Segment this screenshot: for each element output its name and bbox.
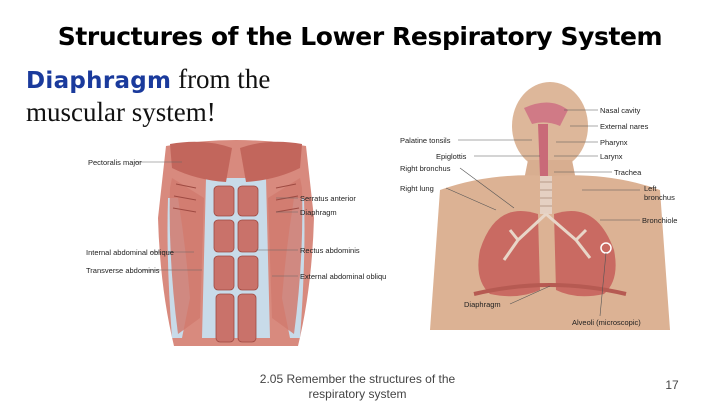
muscle-diagram: Pectoralis major Serratus anterior Diaph… [86, 138, 386, 346]
label-right-bronchus: Right bronchus [400, 164, 451, 173]
label-pectoralis: Pectoralis major [88, 158, 142, 167]
slide-subtitle: Diaphragm from the muscular system! [26, 64, 270, 128]
label-left-bronchus-line1: Left [644, 184, 657, 193]
label-rectus: Rectus abdominis [300, 246, 360, 255]
label-external-nares: External nares [600, 122, 649, 131]
slide-title: Structures of the Lower Respiratory Syst… [57, 22, 663, 51]
label-epiglottis: Epiglottis [436, 152, 467, 161]
label-diaphragm-muscle: Diaphragm [300, 208, 337, 217]
page-number: 17 [665, 378, 679, 392]
muscle-illustration [134, 140, 314, 346]
label-palatine-tonsils: Palatine tonsils [400, 136, 451, 145]
label-bronchiole: Bronchiole [642, 216, 678, 225]
footer-line2: respiratory system [308, 387, 407, 401]
subtitle-line2: muscular system! [26, 97, 216, 127]
respiratory-diagram: Nasal cavity External nares Palatine ton… [400, 80, 700, 330]
label-nasal-cavity: Nasal cavity [600, 106, 641, 115]
label-left-bronchus-line2: bronchus [644, 193, 675, 202]
label-diaphragm-resp: Diaphragm [464, 300, 501, 309]
respiratory-illustration [430, 82, 670, 330]
label-transverse: Transverse abdominis [86, 266, 160, 275]
label-larynx: Larynx [600, 152, 623, 161]
diaphragm-keyword: Diaphragm [26, 68, 172, 94]
label-serratus: Serratus anterior [300, 194, 356, 203]
label-right-lung: Right lung [400, 184, 434, 193]
label-trachea: Trachea [614, 168, 642, 177]
label-alveoli: Alveoli (microscopic) [572, 318, 641, 327]
label-external-oblique: External abdominal oblique [300, 272, 386, 281]
subtitle-line1-rest: from the [171, 64, 271, 94]
label-internal-oblique: Internal abdominal oblique [86, 248, 174, 257]
slide-footer: 2.05 Remember the structures of the resp… [245, 372, 470, 402]
footer-line1: 2.05 Remember the structures of the [259, 372, 456, 386]
label-pharynx: Pharynx [600, 138, 628, 147]
